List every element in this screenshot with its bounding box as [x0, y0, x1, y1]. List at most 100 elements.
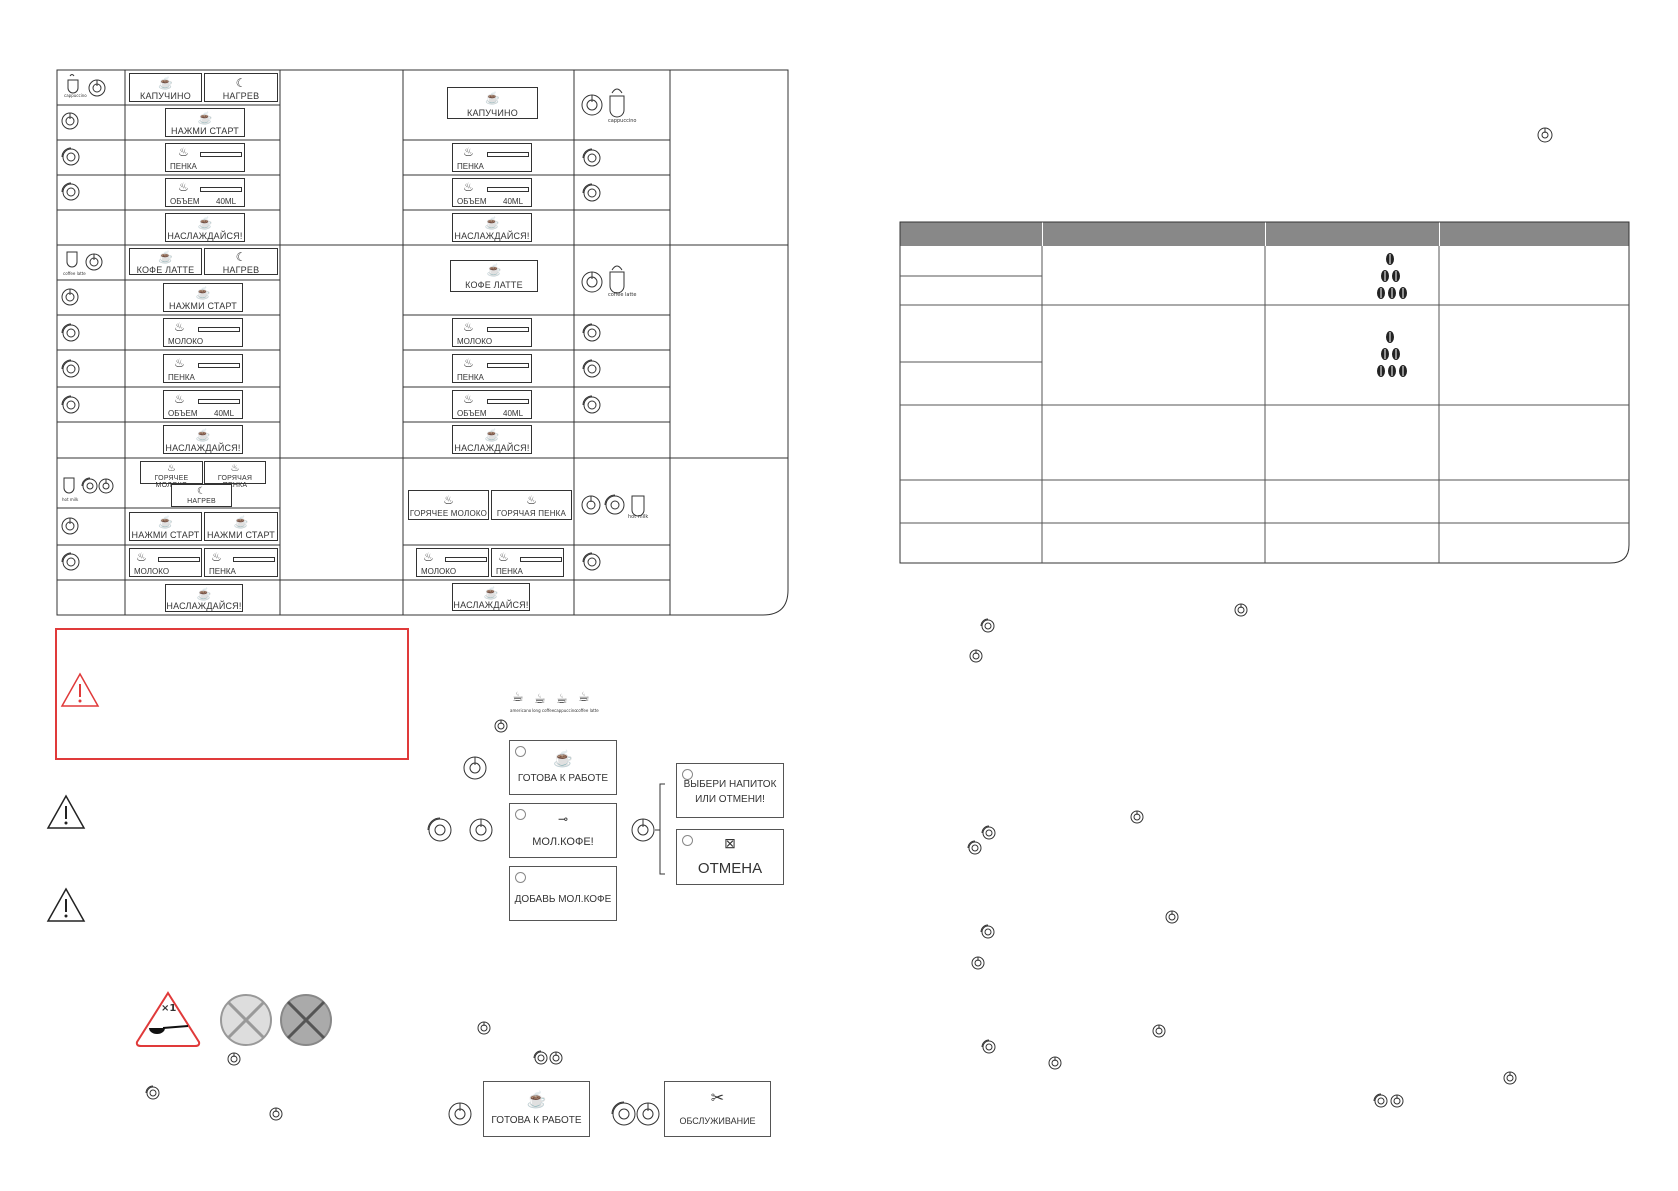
lcd-milk-progress: ♨ МОЛОКО [129, 548, 202, 577]
lcd-hot-milk-right: ♨ ГОРЯЧЕЕ МОЛОКО [408, 490, 489, 520]
cup-icon: ☕ [485, 91, 500, 105]
moon-icon: ☾ [235, 250, 247, 264]
screen-ready-2: ☕ ГОТОВА К РАБОТЕ [483, 1081, 590, 1137]
lcd-enjoy: ☕ НАСЛАЖДАЙСЯ! [165, 213, 245, 242]
lcd-latte-right: ☕ КОФЕ ЛАТТЕ [450, 260, 538, 292]
froth-icon: ♨ [178, 145, 189, 159]
froth-icon: ♨ [498, 550, 509, 564]
milk-icon: ♨ [423, 550, 434, 564]
lcd-cappuccino-right: ☕ КАПУЧИНО [447, 87, 538, 119]
cup-icon: ☕ [553, 751, 573, 768]
dispense-icon: ♨ [463, 392, 474, 406]
lcd-foam-latte: ♨ ПЕНКА [163, 354, 243, 383]
knob-icons-left [61, 74, 645, 571]
dispense-icon: ♨ [174, 392, 185, 406]
milk-icon: ♨ [167, 463, 176, 474]
lcd-milk-right: ♨ МОЛОКО [416, 548, 489, 577]
lcd-foam-progress: ♨ ПЕНКА [204, 548, 278, 577]
cup-icon: ☕ [233, 515, 249, 529]
table2-header-1 [900, 222, 1042, 246]
cup-icon: ☕ [158, 76, 173, 90]
lcd-hot-foam: ♨ ГОРЯЧАЯ ПЕНКА [204, 461, 266, 489]
dispense-icon: ♨ [463, 180, 474, 194]
hotmilk-right-label: hot milk [628, 514, 649, 520]
long-coffee-icon: ☕ [534, 692, 546, 707]
cup-icon: ☕ [484, 216, 500, 230]
froth-icon: ♨ [211, 550, 222, 564]
knob-icons-bottom-left [145, 719, 665, 1126]
lcd-foam-latte-right: ♨ ПЕНКА [452, 354, 532, 383]
milk-icon: ♨ [174, 320, 185, 334]
cappuccino-right-label: cappuccino [608, 118, 637, 124]
warning-icon-2 [46, 887, 86, 922]
cup-icon: ☕ [197, 111, 213, 125]
cup-icon: ☕ [196, 587, 212, 601]
cup-icon: ☕ [486, 263, 502, 277]
warning-red-icon [60, 672, 100, 707]
cappuccino-icon: ☕ [556, 692, 568, 707]
no-tea-icon [280, 994, 332, 1046]
settings-table-grid [899, 221, 1630, 564]
lcd-milk-latte-right: ♨ МОЛОКО [452, 318, 532, 347]
froth-icon: ♨ [526, 493, 537, 507]
froth-icon: ♨ [230, 463, 240, 474]
cappuccino-tiny-label: cappuccino [64, 93, 87, 98]
milk-icon: ♨ [443, 493, 454, 507]
lcd-heat: ☾ НАГРЕВ [204, 73, 278, 102]
warning-icon-1 [46, 794, 86, 829]
lcd-volume-latte-right: ♨ ОБЪЕМ 40ML [452, 390, 532, 419]
lcd-enjoy-right: ☕ НАСЛАЖДАЙСЯ! [452, 213, 532, 242]
lcd-heat-milk: ☾ НАГРЕВ [171, 484, 232, 507]
screen-ready: ☕ ГОТОВА К РАБОТЕ [509, 740, 617, 795]
spoon-icon: ⊸ [557, 812, 569, 826]
lcd-enjoy-latte: ☕ НАСЛАЖДАЙСЯ! [163, 425, 243, 454]
moon-icon: ☾ [197, 486, 206, 497]
latte-tiny-label: coffee latte [63, 271, 86, 276]
table2-header-2 [1043, 222, 1265, 246]
froth-icon: ♨ [463, 356, 474, 370]
cup-icon: ☕ [484, 428, 500, 442]
lcd-hot-foam-right: ♨ ГОРЯЧАЯ ПЕНКА [491, 490, 572, 520]
lcd-enjoy-milk: ☕ НАСЛАЖДАЙСЯ! [165, 584, 243, 612]
lcd-cappuccino: ☕ КАПУЧИНО [129, 73, 202, 102]
froth-icon: ♨ [174, 356, 185, 370]
cup-icon: ☕ [197, 216, 213, 230]
lcd-heat-latte: ☾ НАГРЕВ [204, 248, 278, 275]
lcd-foam: ♨ ПЕНКА [165, 143, 245, 172]
lcd-volume-latte: ♨ ОБЪЕМ 40ML [163, 390, 243, 419]
dispense-icon: ♨ [178, 180, 189, 194]
moon-icon: ☾ [235, 76, 247, 90]
lcd-enjoy-milk-right: ☕ НАСЛАЖДАЙСЯ! [452, 583, 530, 611]
no-beans-icon [220, 994, 272, 1046]
drink-table-grid [56, 69, 789, 616]
cancel-cup-icon: ⊠ [724, 835, 736, 851]
screen-cancel: ⊠ ОТМЕНА [676, 829, 784, 885]
lcd-press-start-foam: ☕ НАЖМИ СТАРТ [204, 512, 278, 541]
lcd-volume-right: ♨ ОБЪЕМ 40ML [452, 178, 532, 207]
lcd-latte: ☕ КОФЕ ЛАТТЕ [129, 248, 202, 275]
warning-box [55, 628, 409, 760]
screen-service: ✂ ОБСЛУЖИВАНИЕ [664, 1081, 771, 1137]
cup-icon: ☕ [195, 428, 211, 442]
milk-icon: ♨ [463, 320, 474, 334]
lcd-milk-latte: ♨ МОЛОКО [163, 318, 243, 347]
cup-icon: ☕ [158, 515, 173, 529]
screen-choose-drink: ВЫБЕРИ НАПИТОК ИЛИ ОТМЕНИ! [676, 763, 784, 818]
cup-icon: ☕ [483, 586, 499, 600]
lcd-enjoy-latte-right: ☕ НАСЛАЖДАЙСЯ! [452, 425, 532, 454]
cup-icon: ☕ [195, 286, 211, 300]
lcd-press-start-milk: ☕ НАЖМИ СТАРТ [129, 512, 202, 541]
scoop-warning-icon [135, 991, 201, 1047]
froth-icon: ♨ [463, 145, 474, 159]
drink-icon-row: ☕ ☕ ☕ ☕ americano long coffee cappuccino… [510, 690, 599, 713]
lcd-foam-right: ♨ ПЕНКА [491, 548, 564, 577]
lcd-volume: ♨ ОБЪЕМ 40ML [165, 178, 245, 207]
lcd-press-start-latte: ☕ НАЖМИ СТАРТ [163, 283, 243, 312]
tools-icon: ✂ [710, 1090, 725, 1107]
milk-icon: ♨ [136, 550, 147, 564]
coffee-latte-icon: ☕ [578, 690, 590, 705]
screen-add-ground: ДОБАВЬ МОЛ.КОФЕ [509, 866, 617, 921]
americano-icon: ☕ [512, 690, 524, 705]
table2-header-3 [1266, 222, 1439, 246]
